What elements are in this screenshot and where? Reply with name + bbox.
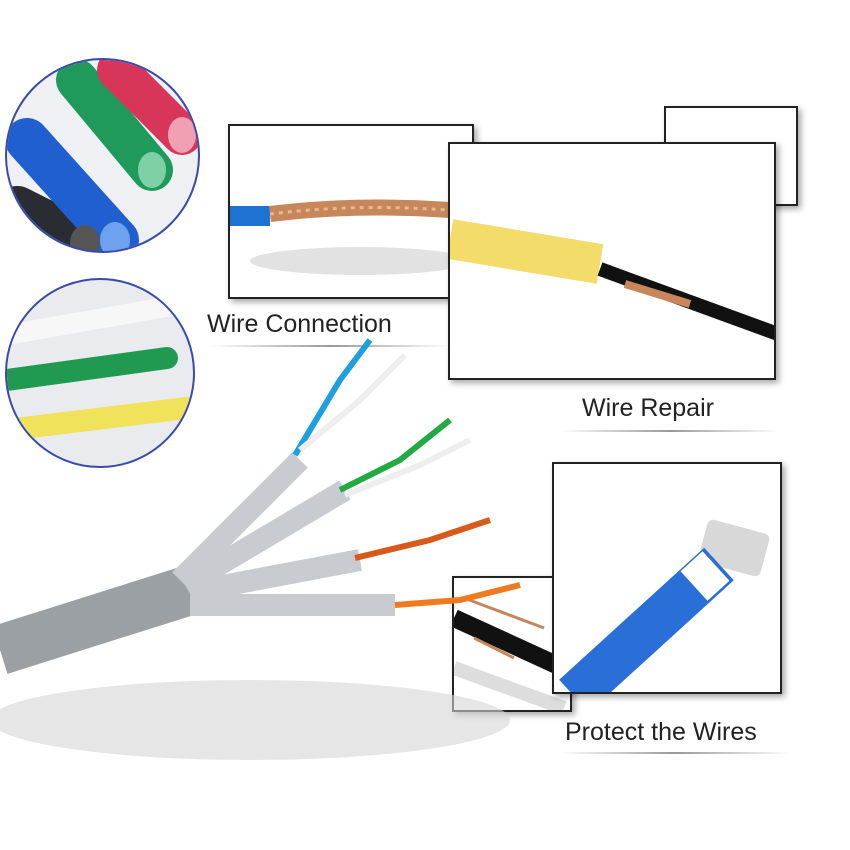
colored-tubes-photo (5, 58, 200, 253)
wire-repair-label: Wire Repair (582, 394, 714, 422)
wire-connection-label: Wire Connection (207, 310, 392, 338)
protect-wires-label: Protect the Wires (565, 718, 757, 746)
protect-cable-photo (552, 462, 782, 694)
printed-tubes-photo (5, 278, 195, 468)
wire-connection-photo (228, 124, 474, 299)
wire-repair-photo (448, 142, 776, 380)
divider (560, 430, 780, 432)
divider (560, 752, 790, 754)
divider (210, 345, 450, 347)
